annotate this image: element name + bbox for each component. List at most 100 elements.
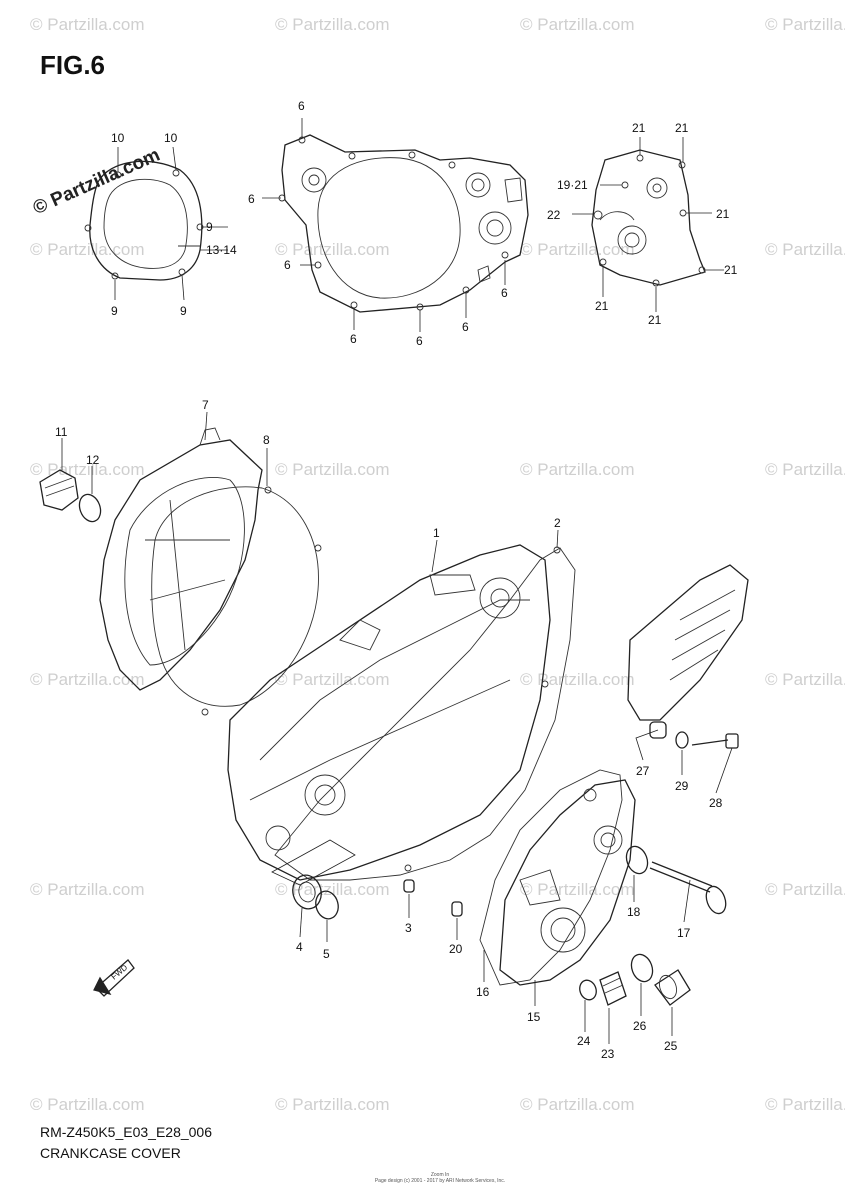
callout-labels: 10 10 9 13·14 9 9 6 6 6 6 6 6 6 21 21 19…: [55, 99, 738, 1061]
watermark-text: © Partzilla.com: [30, 670, 145, 689]
callout-9: 9: [111, 304, 118, 318]
model-code: RM-Z450K5_E03_E28_006: [40, 1124, 213, 1140]
bolt-part-28: [691, 733, 739, 749]
guard-plate: [627, 564, 749, 721]
watermark-text: © Partzilla.com: [520, 240, 635, 259]
callout-5: 5: [323, 947, 330, 961]
watermark-text: © Partzilla.com: [275, 460, 390, 479]
callout-24: 24: [577, 1034, 591, 1048]
callout-4: 4: [296, 940, 303, 954]
callout-17: 17: [677, 926, 691, 940]
bolt-part-17: [649, 861, 727, 915]
callout-16: 16: [476, 985, 490, 999]
collar-part-27: [649, 721, 667, 739]
callout-28: 28: [709, 796, 723, 810]
copyright-text: Page design (c) 2001 - 2017 by ARI Netwo…: [374, 1178, 506, 1184]
clutch-cover-gasket-part-8: [151, 486, 322, 716]
callout-21: 21: [675, 121, 689, 135]
callout-19-21: 19·21: [557, 178, 588, 192]
watermark-text: © Partzilla.com: [765, 880, 845, 899]
callout-26: 26: [633, 1019, 647, 1033]
callout-21: 21: [595, 299, 609, 313]
callout-20: 20: [449, 942, 463, 956]
figure-title: FIG.6: [40, 50, 106, 80]
callout-22: 22: [547, 208, 561, 222]
callout-21: 21: [632, 121, 646, 135]
callout-15: 15: [527, 1010, 541, 1024]
watermark-text: © Partzilla.com: [520, 1095, 635, 1114]
gasket-part-16: [479, 769, 623, 986]
o-ring-part-26: [630, 953, 654, 983]
callout-6: 6: [501, 286, 508, 300]
callout-29: 29: [675, 779, 689, 793]
clutch-outer-cover-small: [84, 160, 204, 281]
watermark-text: © Partzilla.com: [275, 670, 390, 689]
watermark-text: © Partzilla.com: [765, 460, 845, 479]
water-pump-cover-part-15: [499, 779, 636, 986]
callout-21: 21: [724, 263, 738, 277]
leader-lines: [61, 118, 733, 1044]
callout-7: 7: [202, 398, 209, 412]
callout-13-14: 13·14: [206, 243, 237, 257]
callout-9: 9: [180, 304, 187, 318]
callout-21: 21: [716, 207, 730, 221]
o-ring-part-24: [579, 979, 597, 1001]
watermark-text: © Partzilla.com: [765, 15, 845, 34]
watermark-text: © Partzilla.com: [275, 15, 390, 34]
footer-small-print: Zoom In Page design (c) 2001 - 2017 by A…: [340, 1172, 540, 1184]
o-ring-part-12: [78, 493, 102, 523]
crankcase-cover-part-1: [227, 544, 551, 881]
watermark-text: © Partzilla.com: [520, 15, 635, 34]
callout-11: 11: [55, 425, 68, 439]
watermark-text: © Partzilla.com: [520, 460, 635, 479]
callout-25: 25: [664, 1039, 678, 1053]
callout-10: 10: [111, 131, 125, 145]
watermark-text: © Partzilla.com: [275, 1095, 390, 1114]
callout-6: 6: [298, 99, 305, 113]
callout-12: 12: [86, 453, 100, 467]
callout-6: 6: [350, 332, 357, 346]
callout-8: 8: [263, 433, 270, 447]
watermark-text: © Partzilla.com: [30, 460, 145, 479]
water-pump-cover-top: [591, 149, 706, 287]
watermark-text: © Partzilla.com: [30, 880, 145, 899]
callout-3: 3: [405, 921, 412, 935]
callout-23: 23: [601, 1047, 615, 1061]
dowel-pin-part-3: [403, 879, 415, 893]
callout-6: 6: [416, 334, 423, 348]
callout-6: 6: [284, 258, 291, 272]
o-ring-part-5: [315, 890, 339, 920]
watermark-text: © Partzilla.com: [520, 880, 635, 899]
watermark-text: © Partzilla.com: [765, 240, 845, 259]
callout-9: 9: [206, 220, 213, 234]
clutch-cover-gasket-top: [278, 134, 529, 313]
o-ring-part-18: [625, 845, 649, 875]
forward-direction-arrow: FWD: [93, 959, 135, 997]
watermark-text: © Partzilla.com: [275, 880, 390, 899]
section-name: CRANKCASE COVER: [40, 1145, 181, 1161]
callout-21: 21: [648, 313, 662, 327]
oil-filler-cap-part-11: [39, 469, 79, 511]
watermark-text: © Partzilla.com: [765, 1095, 845, 1114]
plug-part-23: [599, 971, 627, 1006]
zoom-link[interactable]: Zoom In: [430, 1172, 450, 1178]
watermark-text: © Partzilla.com: [30, 240, 145, 259]
washer-part-29: [675, 731, 689, 749]
watermark-text: © Partzilla.com: [275, 240, 390, 259]
callout-6: 6: [248, 192, 255, 206]
callout-2: 2: [554, 516, 561, 530]
watermark-text: © Partzilla.com: [30, 15, 145, 34]
watermark-text: © Partzilla.com: [520, 670, 635, 689]
clutch-cover-part-7: [99, 427, 263, 691]
callout-27: 27: [636, 764, 650, 778]
callout-18: 18: [627, 905, 641, 919]
plug-part-25: [654, 969, 691, 1006]
crankcase-cover-gasket-part-2: [274, 546, 576, 881]
watermark-text: © Partzilla.com: [30, 1095, 145, 1114]
callout-10: 10: [164, 131, 178, 145]
watermark-text: © Partzilla.com: [765, 670, 845, 689]
dowel-pin-part-20: [451, 901, 463, 917]
fwd-label: FWD: [110, 963, 130, 982]
